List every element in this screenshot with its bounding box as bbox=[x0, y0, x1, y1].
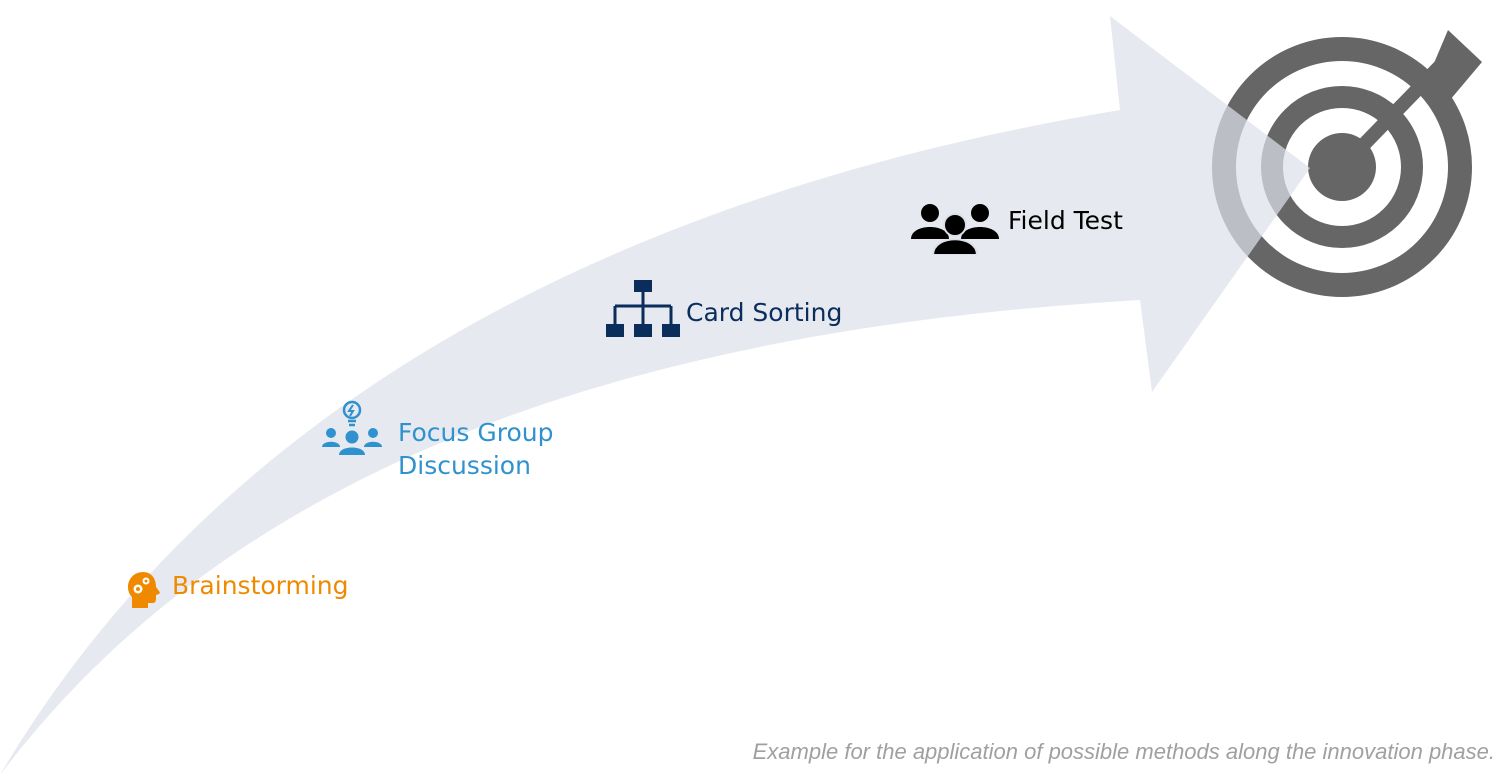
step-label-field-test: Field Test bbox=[1008, 206, 1123, 235]
step-label-card-sorting: Card Sorting bbox=[686, 298, 843, 327]
people-group-icon bbox=[911, 203, 999, 260]
progress-arrow bbox=[0, 16, 1310, 775]
group-lightbulb-icon bbox=[322, 400, 382, 461]
hierarchy-shape bbox=[606, 280, 680, 337]
group-lightbulb-shape bbox=[322, 400, 382, 455]
step-label-brainstorming: Brainstorming bbox=[172, 571, 349, 600]
head-gears-icon bbox=[126, 571, 162, 614]
diagram-caption: Example for the application of possible … bbox=[752, 739, 1495, 764]
people-group-shape bbox=[911, 204, 999, 256]
hierarchy-icon bbox=[606, 280, 680, 343]
step-label-focus-group: Focus Group Discussion bbox=[398, 418, 554, 480]
head-gears-shape bbox=[128, 572, 160, 608]
